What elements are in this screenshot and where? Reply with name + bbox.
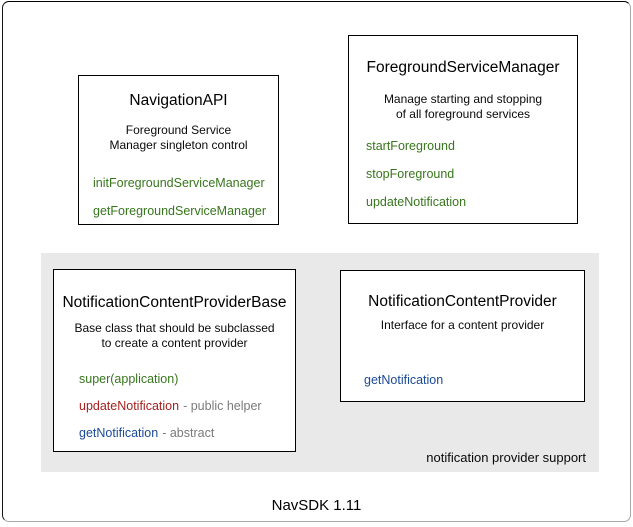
method-name: updateNotification [366,195,467,209]
method-annotation: - public helper [183,399,262,413]
class-box-navigation-api: NavigationAPI Foreground Service Manager… [78,75,279,225]
method-name: startForeground [366,139,455,153]
method-stop-foreground: stopForeground [366,168,577,181]
description-line: Interface for a content provider [380,318,545,332]
class-description: Foreground Service Manager singleton con… [79,123,278,152]
method-name: updateNotification [79,399,180,413]
class-title: ForegroundServiceManager [366,59,560,76]
method-list: super(application) updateNotification- p… [79,373,295,440]
description-line: Manage starting and stopping [383,92,543,106]
method-super-application: super(application) [79,373,295,386]
method-name: super(application) [79,372,179,386]
description-line: Base class that should be subclassed [74,321,275,335]
class-box-notification-content-provider-base: NotificationContentProviderBase Base cla… [53,269,296,452]
description-line: to create a content provider [101,335,248,350]
method-name: initForegroundServiceManager [93,176,265,190]
method-get-foreground-service-manager: getForegroundServiceManager [93,205,278,218]
method-get-notification: getNotification [364,372,584,387]
method-get-notification: getNotification- abstract [79,427,295,440]
class-box-foreground-service-manager: ForegroundServiceManager Manage starting… [348,35,578,224]
method-name: stopForeground [366,167,455,181]
method-start-foreground: startForeground [366,140,577,153]
method-name: getNotification [364,372,444,387]
description-line: of all foreground services [395,106,531,121]
method-update-notification: updateNotification- public helper [79,400,295,413]
method-init-foreground-service-manager: initForegroundServiceManager [93,177,278,190]
sdk-version-label: NavSDK 1.11 [271,497,362,514]
notification-provider-group: NotificationContentProviderBase Base cla… [41,253,599,472]
class-description: Interface for a content provider [341,318,584,333]
class-title: NavigationAPI [129,92,228,109]
class-description: Base class that should be subclassed to … [54,321,295,350]
method-name: getForegroundServiceManager [93,204,267,218]
class-title: NotificationContentProviderBase [62,294,287,311]
class-title: NotificationContentProvider [368,293,557,310]
class-box-notification-content-provider: NotificationContentProvider Interface fo… [340,270,585,402]
method-list: getNotification [364,372,584,387]
method-annotation: - abstract [162,426,215,440]
description-line: Foreground Service [125,123,232,137]
description-line: Manager singleton control [109,137,248,152]
method-update-notification: updateNotification [366,196,577,209]
method-name: getNotification [79,426,159,440]
class-description: Manage starting and stopping of all fore… [349,92,577,121]
method-list: initForegroundServiceManager getForegrou… [93,177,278,218]
group-label: notification provider support [426,450,586,465]
method-list: startForeground stopForeground updateNot… [366,140,577,209]
